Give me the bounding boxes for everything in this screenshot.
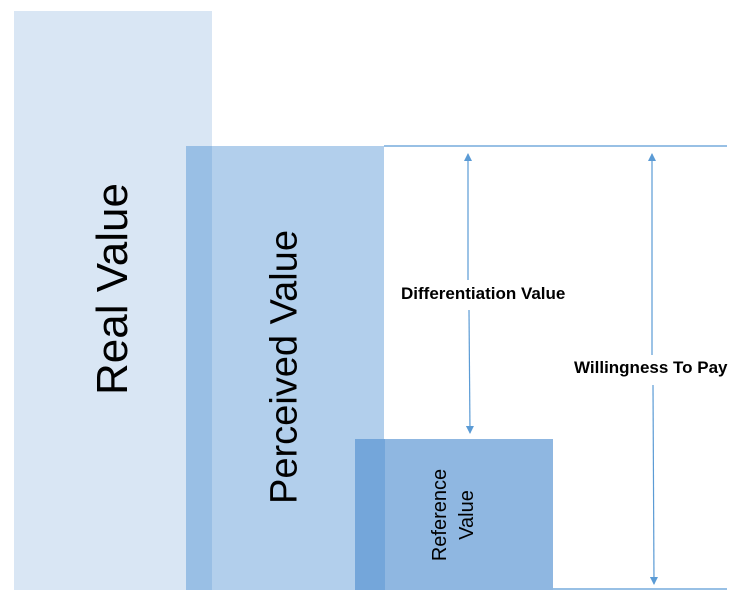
differentiation-arrow-down: [465, 309, 474, 434]
real-value-bar: [14, 11, 212, 590]
willingness-to-pay-label: Willingness To Pay: [574, 358, 728, 377]
perceived-value-bar: [186, 146, 384, 590]
differentiation-value-label: Differentiation Value: [401, 284, 566, 303]
willingness-arrow-down: [649, 384, 658, 585]
reference-value-bar-edge: [355, 439, 385, 590]
reference-value-bar: [355, 439, 553, 590]
perceived-value-bar-edge: [186, 146, 212, 590]
